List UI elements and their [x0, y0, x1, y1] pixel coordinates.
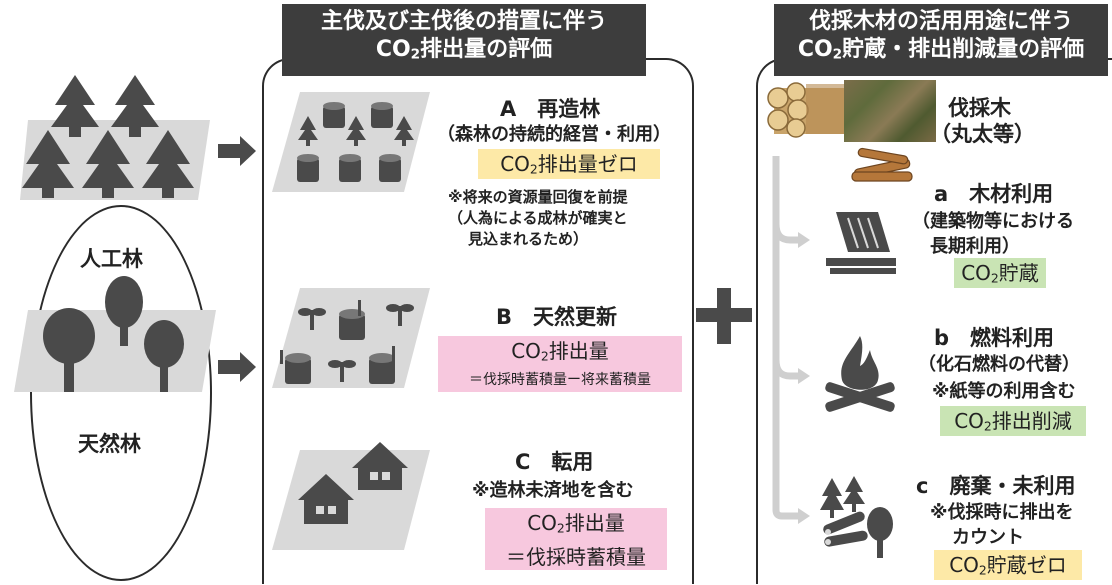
- case-c-title: C 転用: [515, 450, 594, 474]
- case-c-note: ※造林未済地を含む: [472, 480, 634, 501]
- harvest-title: 伐採木: [948, 96, 1011, 120]
- arrow-right-icon: [218, 136, 256, 166]
- header-line2: CO2貯蔵・排出削減量の評価: [797, 37, 1085, 63]
- use-a-line1: （建築物等における: [912, 211, 1074, 232]
- land-conversion-icon: [272, 442, 430, 550]
- case-c-badge: CO2排出量 ＝伐採時蓄積量: [485, 508, 667, 570]
- use-c-title: c 廃棄・未利用: [916, 474, 1076, 498]
- planted-forest-illustration: [20, 75, 210, 200]
- arrow-right-icon: [218, 352, 256, 382]
- case-b-title: B 天然更新: [496, 305, 618, 329]
- use-b-title: b 燃料利用: [934, 326, 1055, 350]
- header-line1: 主伐及び主伐後の措置に伴う: [320, 9, 607, 34]
- natural-forest-label: 天然林: [78, 432, 141, 456]
- wood-use-header: 伐採木材の活用用途に伴う CO2貯蔵・排出削減量の評価: [774, 4, 1108, 76]
- case-a-title: A 再造林: [500, 97, 601, 121]
- case-b-formula: ＝伐採時蓄積量ー将来蓄積量: [469, 372, 651, 389]
- case-a-badge: CO2排出量ゼロ: [478, 149, 660, 179]
- case-a-note3: 見込まれるため）: [468, 230, 589, 248]
- forest-floor-photo: [844, 80, 936, 142]
- planted-forest-label: 人工林: [80, 247, 143, 271]
- use-b-badge: CO2排出削減: [940, 406, 1086, 436]
- lumber-icon: [826, 212, 896, 274]
- natural-forest-illustration: [14, 276, 216, 392]
- natural-regeneration-icon: [272, 288, 430, 388]
- use-b-line1: （化石燃料の代替）: [918, 354, 1080, 375]
- case-a-subtitle: （森林の持続的経営・利用）: [437, 124, 671, 145]
- log-pile-icon: [767, 82, 850, 138]
- header-line2: CO2排出量の評価: [375, 37, 553, 63]
- case-c-formula: ＝伐採時蓄積量: [506, 545, 646, 570]
- use-c-badge: CO2貯蔵ゼロ: [934, 550, 1082, 580]
- case-a-note1: ※将来の資源量回復を前提: [448, 188, 628, 206]
- use-c-line2: カウント: [952, 527, 1024, 548]
- plus-icon: [696, 288, 752, 344]
- use-a-badge: CO2貯蔵: [954, 258, 1046, 288]
- wood-use-panel: [756, 58, 1112, 584]
- reforestation-icon: [272, 92, 430, 192]
- discarded-wood-icon: [820, 476, 893, 558]
- harvest-emission-header: 主伐及び主伐後の措置に伴う CO2排出量の評価: [282, 4, 646, 76]
- case-a-note2: （人為による成林が確実と: [448, 209, 628, 227]
- bonfire-icon: [825, 336, 895, 412]
- use-a-title: a 木材利用: [934, 182, 1054, 206]
- use-c-line1: ※伐採時に排出を: [930, 502, 1074, 523]
- header-line1: 伐採木材の活用用途に伴う: [808, 9, 1073, 34]
- harvest-subtitle: （丸太等）: [930, 122, 1035, 146]
- use-a-line2: 長期利用）: [930, 236, 1020, 257]
- case-b-badge: CO2排出量 ＝伐採時蓄積量ー将来蓄積量: [438, 336, 682, 392]
- use-b-line2: ※紙等の利用含む: [932, 381, 1076, 402]
- flow-arrow: [772, 156, 810, 524]
- forest-oval: [30, 205, 212, 581]
- logs-icon: [851, 147, 913, 182]
